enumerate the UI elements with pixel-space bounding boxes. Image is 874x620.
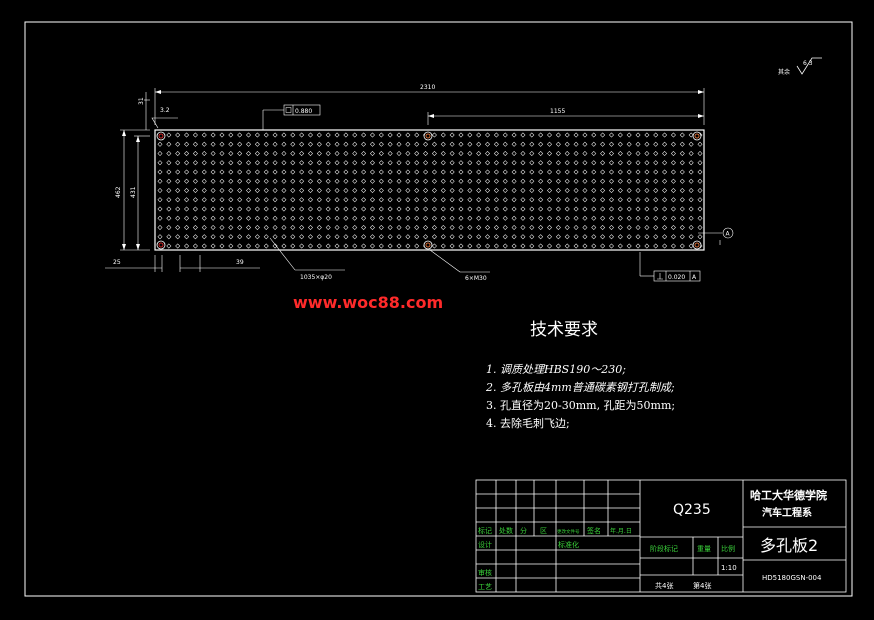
mounting-hole-inner [425, 242, 431, 248]
plate-outline [154, 129, 705, 251]
thread-callout: 6×M30 [429, 249, 490, 282]
dim-height-outer: 462 [115, 186, 122, 198]
tech-item-2: 2. 多孔板由4mm普通碳素钢打孔制成; [485, 381, 675, 394]
mounting-hole [423, 240, 433, 250]
tb-ratio-label: 比例 [721, 544, 735, 553]
roughness-label: 其余 [778, 68, 790, 76]
mounting-hole-inner [694, 133, 700, 139]
tech-item-1: 1. 调质处理HBS190～230; [486, 363, 626, 376]
roughness-symbol-general: 其余 6.3 [778, 57, 822, 76]
dimension-lines [105, 88, 722, 272]
tb-part-name: 多孔板2 [760, 536, 818, 555]
tech-heading: 技术要求 [530, 320, 598, 340]
dim-overall-length: 2310 [420, 84, 435, 91]
svg-text:0.880: 0.880 [295, 108, 312, 115]
tb-school-line2: 汽车工程系 [762, 506, 812, 519]
tb-weight-label: 重量 [697, 545, 711, 553]
mounting-hole [423, 131, 433, 141]
mounting-hole [692, 131, 702, 141]
tb-school-line1: 哈工大华德学院 [750, 488, 827, 502]
watermark-text: www.woc88.com [293, 293, 443, 312]
mounting-hole-inner [158, 133, 164, 139]
dim-height-inner: 431 [130, 186, 137, 198]
tb-process: 工艺 [478, 583, 492, 591]
svg-text:3.2: 3.2 [160, 107, 170, 114]
tb-sheet-no: 第4张 [693, 581, 711, 590]
dimension-arrows [122, 90, 704, 250]
perpendicular-callout: 0.020 A [639, 252, 701, 282]
svg-text:处数: 处数 [499, 526, 513, 535]
tb-stage-label: 阶段标记 [650, 544, 678, 553]
mounting-hole [156, 131, 166, 141]
svg-text:标记: 标记 [478, 526, 492, 535]
svg-text:0.020: 0.020 [668, 274, 685, 281]
svg-text:分: 分 [520, 526, 527, 535]
tb-design: 设计 [478, 540, 492, 549]
drawing-frame [24, 21, 853, 597]
hole-callout: 1035×φ20 [269, 237, 345, 281]
dim-pitch: 39 [236, 259, 244, 266]
svg-text:A: A [692, 274, 697, 281]
mounting-holes [156, 131, 702, 250]
flatness-callout: 0.880 [262, 104, 321, 130]
svg-text:更改文件号: 更改文件号 [557, 528, 580, 535]
svg-text:签名: 签名 [587, 526, 601, 535]
tb-scale: 1:10 [721, 564, 737, 572]
mounting-hole [156, 240, 166, 250]
surface-roughness-mark: 3.2 [151, 107, 178, 129]
svg-text:区: 区 [540, 527, 547, 535]
tb-standardize: 标准化 [558, 540, 579, 549]
roughness-value: 6.3 [803, 60, 813, 67]
datum-marker: A [722, 227, 734, 239]
mounting-hole-inner [158, 242, 164, 248]
tb-material: Q235 [673, 502, 711, 518]
svg-text:1035×φ20: 1035×φ20 [300, 274, 332, 281]
tb-drawing-no: HD5180GSN-004 [762, 574, 822, 582]
title-block [475, 479, 847, 593]
svg-text:年.月.日: 年.月.日 [610, 527, 632, 535]
dim-half-length: 1155 [550, 108, 565, 115]
tb-sheet-total: 共4张 [655, 581, 673, 590]
dim-left-margin: 25 [113, 259, 121, 266]
hole-grid [157, 132, 703, 249]
svg-text:6×M30: 6×M30 [465, 275, 487, 282]
mounting-hole [692, 240, 702, 250]
dim-top-offset: 31 [138, 97, 145, 105]
tech-item-4: 4. 去除毛刺飞边; [486, 416, 570, 430]
mounting-hole-inner [694, 242, 700, 248]
tech-item-3: 3. 孔直径为20-30mm, 孔距为50mm; [486, 398, 675, 412]
svg-text:A: A [726, 231, 731, 238]
tb-review: 审核 [478, 568, 492, 577]
title-block-header-row: 标记 处数 分 区 更改文件号 签名 年.月.日 [478, 526, 632, 535]
mounting-hole-inner [425, 133, 431, 139]
